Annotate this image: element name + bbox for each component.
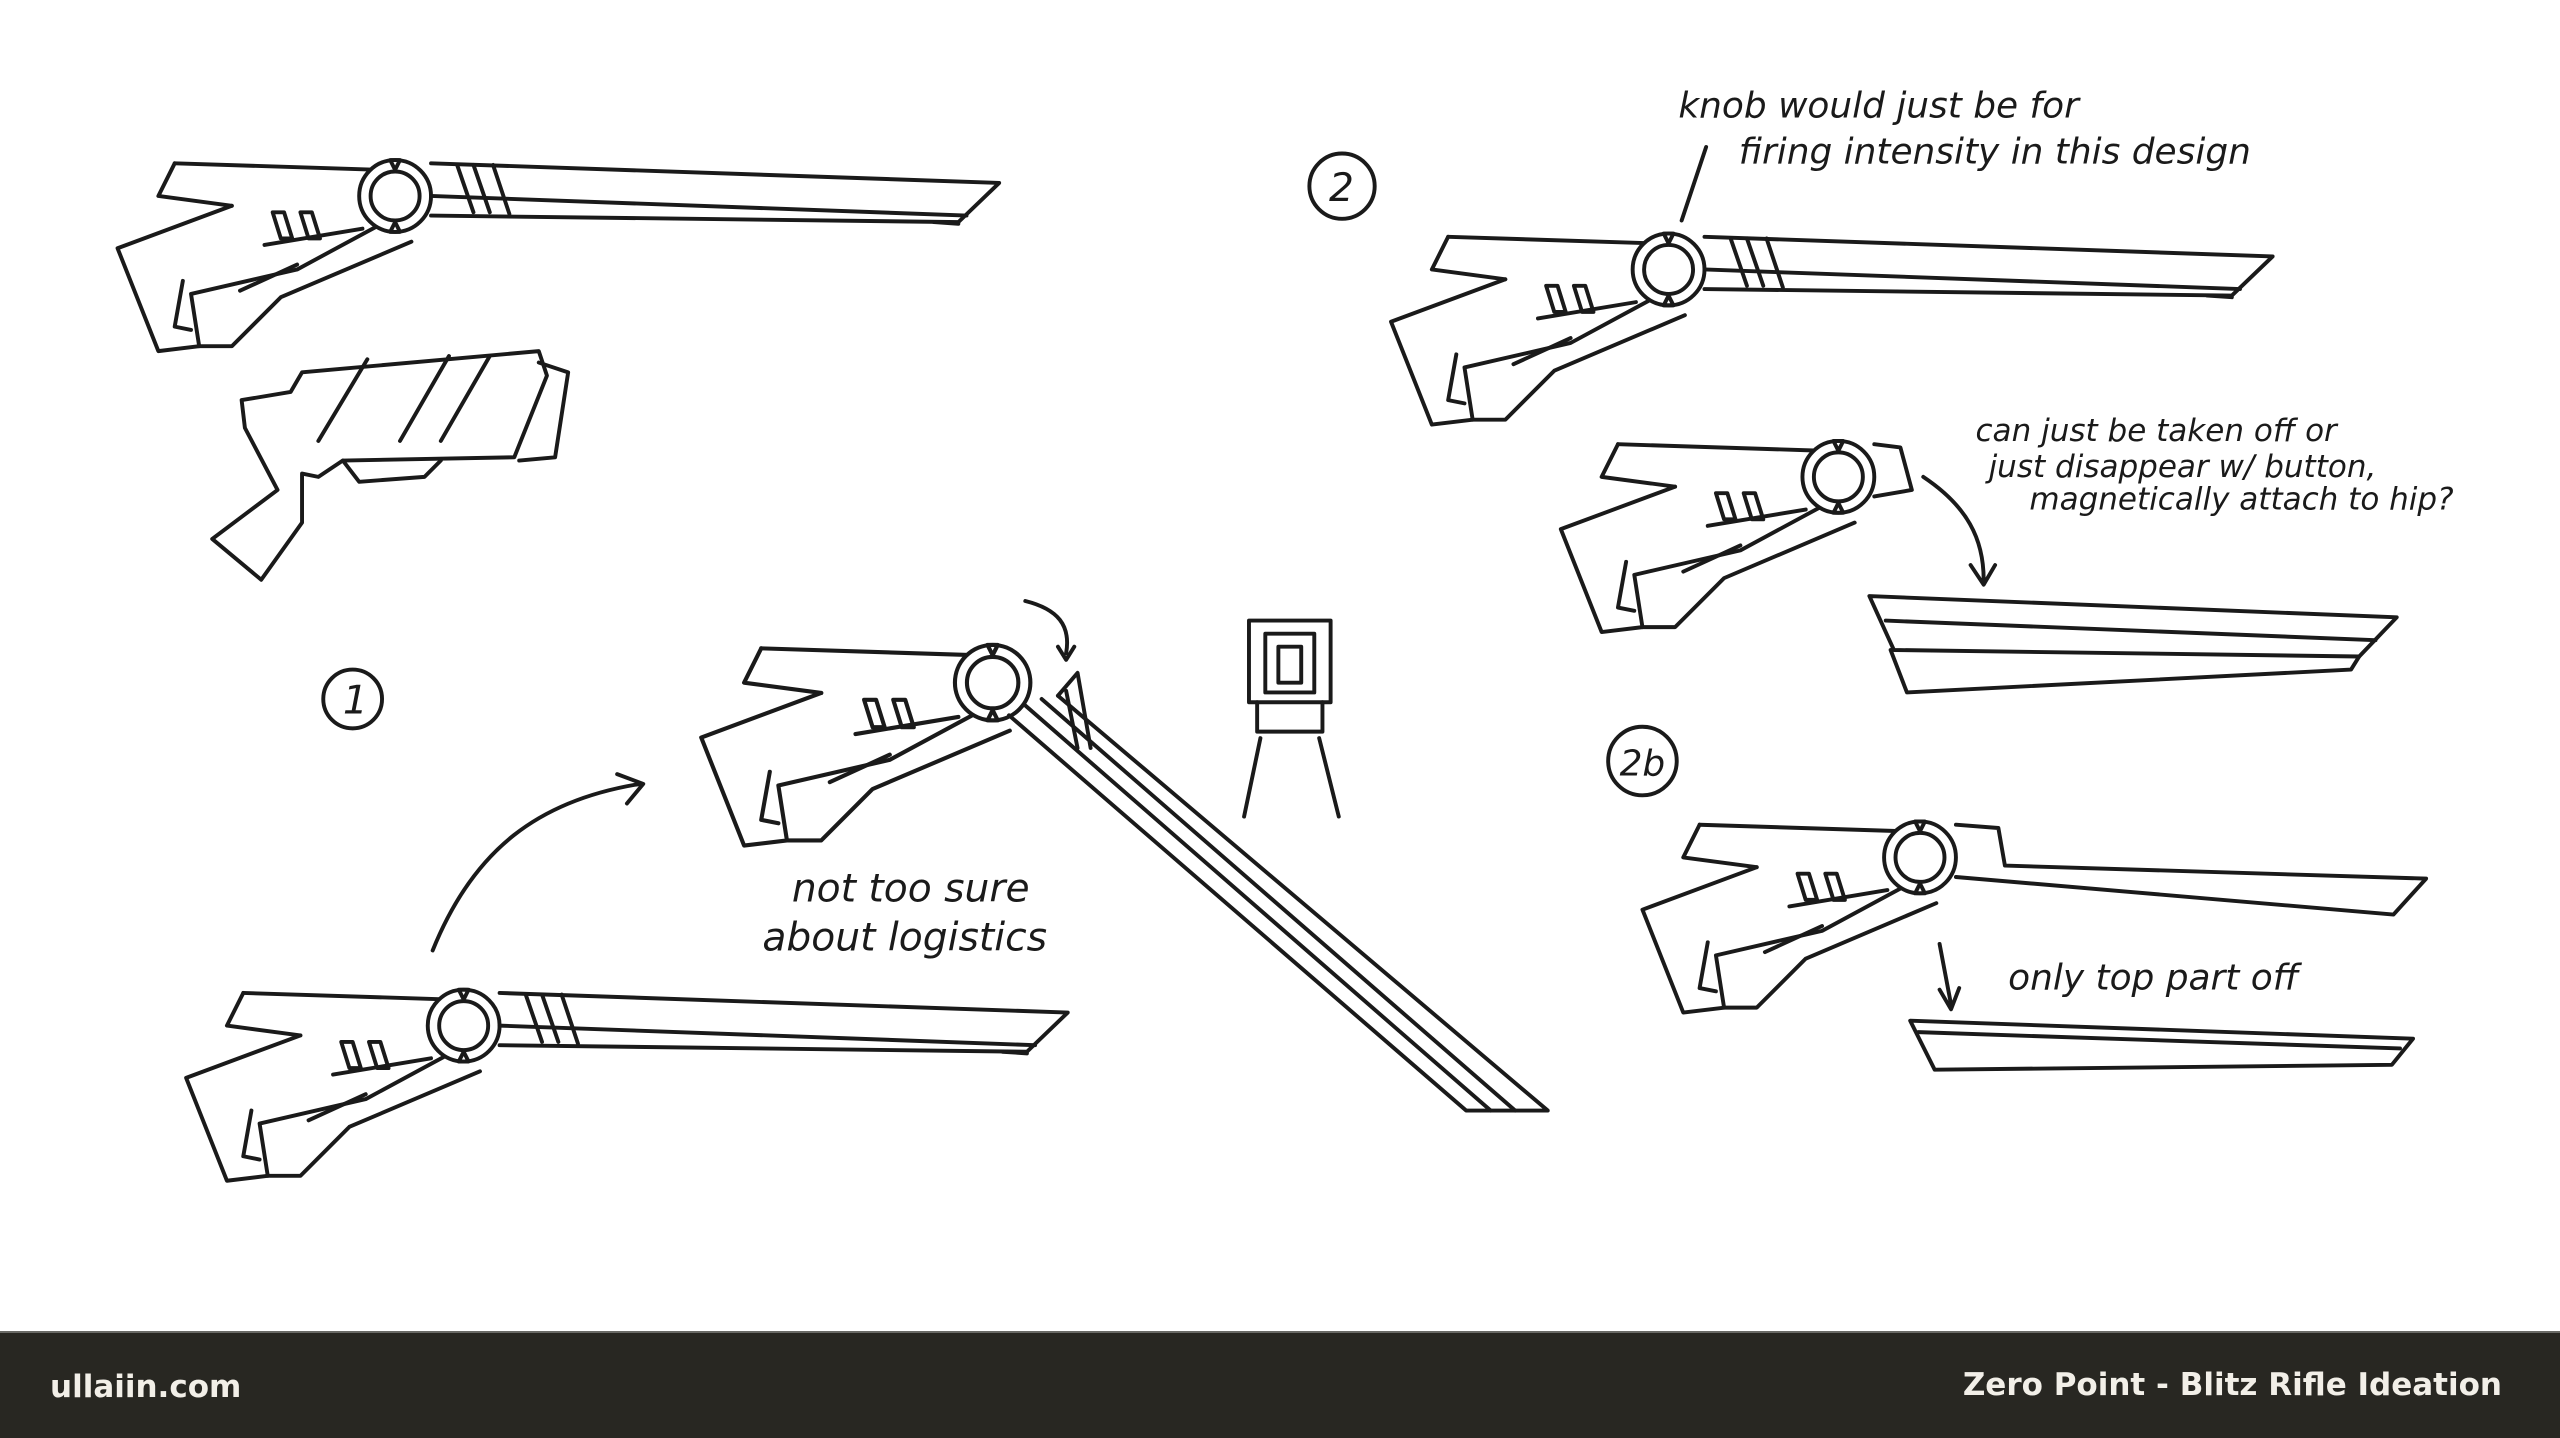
rifle-sketch-2-detached — [1558, 438, 1914, 634]
sheet-title: Zero Point - Blitz Rifle Ideation — [1962, 1367, 2502, 1403]
note-top-part: only top part off — [2008, 958, 2303, 999]
pistol-sketch — [210, 349, 571, 582]
rifle-sketch-2 — [1389, 231, 2275, 427]
svg-text:1: 1 — [343, 679, 368, 724]
rifle-sketch-1-open — [701, 599, 1550, 1113]
site-name: ullaiin.com — [50, 1369, 242, 1405]
note-knob-pointer — [1679, 145, 1709, 223]
detached-top-part — [1908, 1018, 2416, 1072]
rifle-sketch-1-closed — [184, 987, 1070, 1183]
arrow-top-part — [1937, 941, 1962, 1012]
detached-barrel — [1867, 594, 2399, 695]
variant-1-label: 1 — [321, 667, 384, 731]
arrow-transition — [430, 772, 646, 953]
footer-bar: ullaiin.com Zero Point - Blitz Rifle Ide… — [0, 1331, 2560, 1438]
variant-2b-label: 2b — [1606, 724, 1679, 798]
arrow-detach — [1921, 474, 1998, 587]
svg-text:2b: 2b — [1620, 744, 1666, 785]
rifle-sketch-2b — [1640, 819, 2429, 1015]
variant-2-label: 2 — [1307, 151, 1377, 221]
svg-text:2: 2 — [1329, 166, 1354, 211]
rifle-front-view — [1242, 618, 1341, 819]
rifle-sketch-top — [115, 158, 1002, 354]
